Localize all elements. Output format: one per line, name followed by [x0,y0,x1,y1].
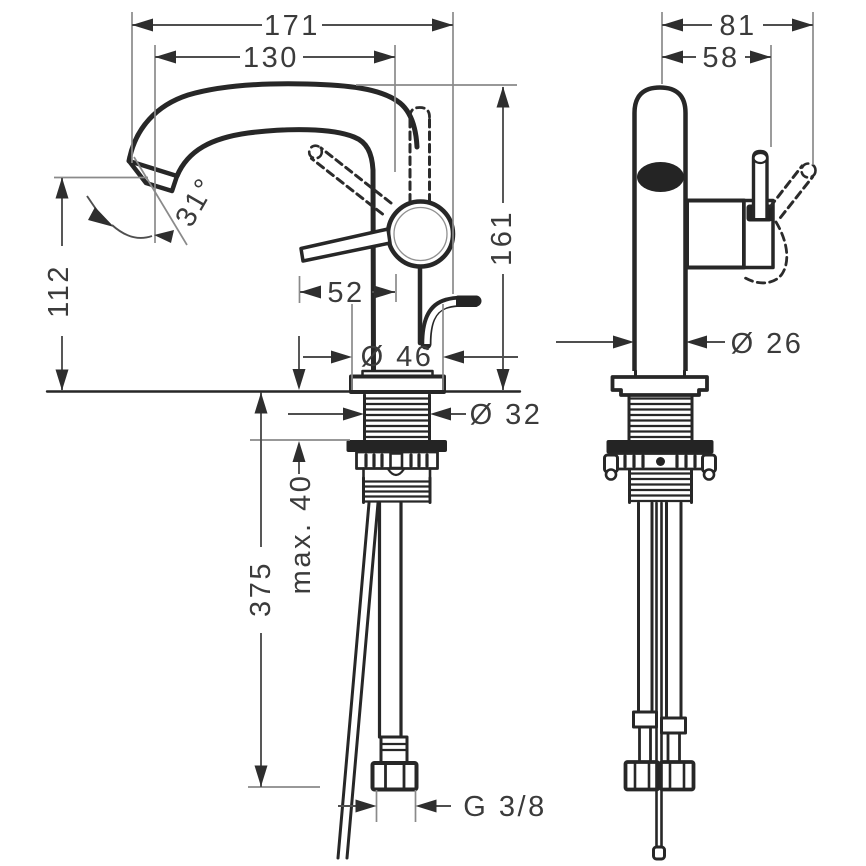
drain-pull-rod [420,295,482,350]
dim-label-hose-length: 375 [245,561,277,617]
side-shank-threads-upper [627,394,694,441]
dim-label-shank-diameter: Ø 32 [470,399,543,431]
side-view [603,85,817,861]
hose-nut-g38 [370,761,419,792]
side-flange-neck [634,369,686,379]
side-mounting-nut-body [603,452,717,481]
body-cylinder [632,85,688,371]
side-hose-nut-left [623,760,661,792]
dim-label-overall-depth: 171 [264,10,320,42]
hose-end-fitting [370,735,419,792]
dim-label-handle-depth: 58 [702,42,739,74]
dim-label-total-height: 161 [486,210,518,266]
dimension-labels: 171 130 81 58 52 Ø 46 Ø 32 Ø 26 112 161 … [43,10,804,823]
dim-label-max-counter-thickness: max. 40 [285,474,317,595]
front-view [45,81,522,860]
side-mounting-nut-flange [606,440,714,454]
spout-inner-curve-and-body-left-edge [174,127,376,373]
side-supply-hoses [623,501,696,792]
supply-hose-angled [336,501,380,860]
side-pull-rod [652,501,666,861]
dim-label-supply-thread: G 3/8 [463,791,546,823]
spout-angle-reference-line [133,156,188,246]
mounting-nut-body [355,450,439,480]
handle-swing-arc [740,220,789,285]
dim-label-body-diameter: Ø 26 [731,328,804,360]
pin-handle [751,149,769,218]
handle-disc-bevel [393,206,448,262]
dim-label-spout-height: 112 [43,264,75,318]
shank-threads-upper [363,393,431,441]
dim-label-side-overall-depth: 81 [719,10,756,42]
handle-alt-position-pin [408,106,431,204]
shank-threads-lower [362,476,432,504]
dimension-lines [55,18,813,813]
base-flange [349,374,446,394]
side-shank-threads-lower [628,468,693,504]
dim-label-lever-reach: 52 [327,277,364,309]
spout-outer-curve [126,81,420,164]
handle-lever [299,227,392,263]
pull-rod-end-cap [456,295,478,307]
extension-lines [54,12,814,822]
dim-label-base-diameter: Ø 46 [361,341,434,373]
handle-disc [385,199,456,269]
spout-tip-aerator [126,158,180,194]
mounting-nut-flange [346,440,447,452]
pin-handle-alt-position [740,162,817,285]
side-base-flange [610,375,709,397]
handle-alt-position-lever [307,144,393,216]
supply-hose-straight [377,501,403,739]
spout-angle-annotation [86,195,174,243]
dim-label-spout-reach: 130 [243,42,299,74]
side-hose-nut-right [658,760,696,792]
spout-outlet-opening [637,162,684,192]
